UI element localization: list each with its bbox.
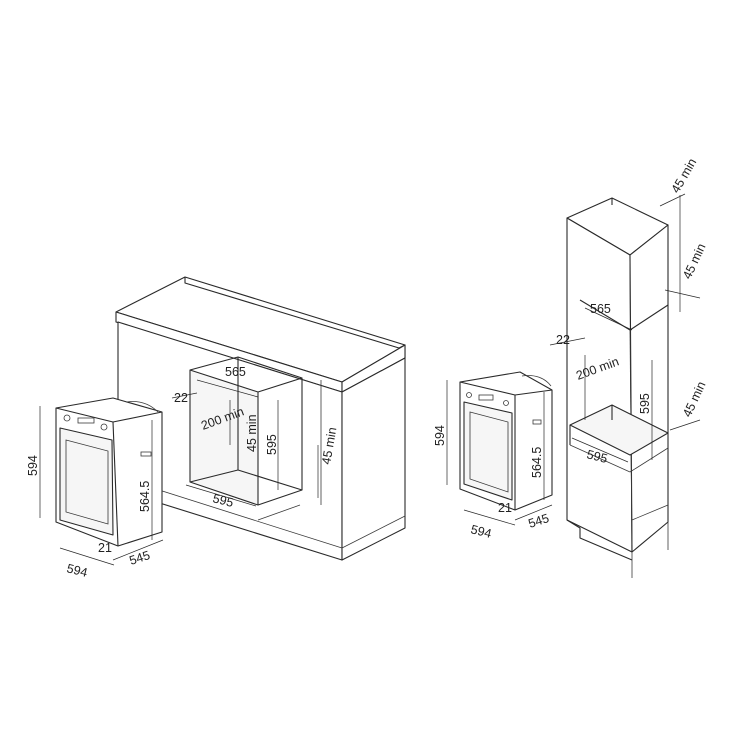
display-icon [478,394,494,401]
right-oven-dim-545: 545 [527,511,551,531]
left-oven-dim-594-height: 594 [26,455,40,476]
dim-45-min-a: 45 min [245,414,259,452]
dim-22: 22 [174,391,188,405]
column-dim-22: 22 [556,333,570,347]
dim-45-min-b: 45 min [319,426,339,465]
left-oven-dim-594-width: 594 [65,561,89,580]
knob-icon [100,423,108,431]
dim-595-height: 595 [265,434,279,455]
right-oven: 594 564.5 594 545 21 [433,371,553,541]
oven-door [59,427,114,536]
dim-565: 565 [225,365,246,379]
knob-icon [503,400,509,406]
column-dim-565: 565 [590,302,611,316]
left-oven-dim-545: 545 [128,548,152,568]
column-dim-45-min-mid: 45 min [680,241,709,281]
column-front [566,217,633,553]
knob-icon [63,414,71,422]
column-dim-45-min-top: 45 min [668,156,699,196]
dim-595-depth: 595 [211,491,235,510]
display-icon [77,417,95,424]
column-dim-595-depth: 595 [585,447,609,466]
column-niche-shelf [569,404,669,456]
knob-icon [466,392,472,398]
left-oven-dim-21: 21 [98,541,112,555]
left-oven: 594 564.5 594 545 21 [26,397,164,580]
left-oven-dim-564-5: 564.5 [138,481,152,512]
column-dim-45-min-low: 45 min [680,379,709,419]
oven-door [463,401,513,501]
column-dim-595-height: 595 [638,393,652,414]
tall-column-cabinet: 45 min 45 min 45 min 565 22 200 min 595 … [549,156,709,578]
right-oven-dim-21: 21 [498,501,512,515]
right-oven-dim-594-width: 594 [469,522,493,541]
right-oven-dim-564-5: 564.5 [530,447,544,478]
right-oven-dim-594-height: 594 [433,425,447,446]
